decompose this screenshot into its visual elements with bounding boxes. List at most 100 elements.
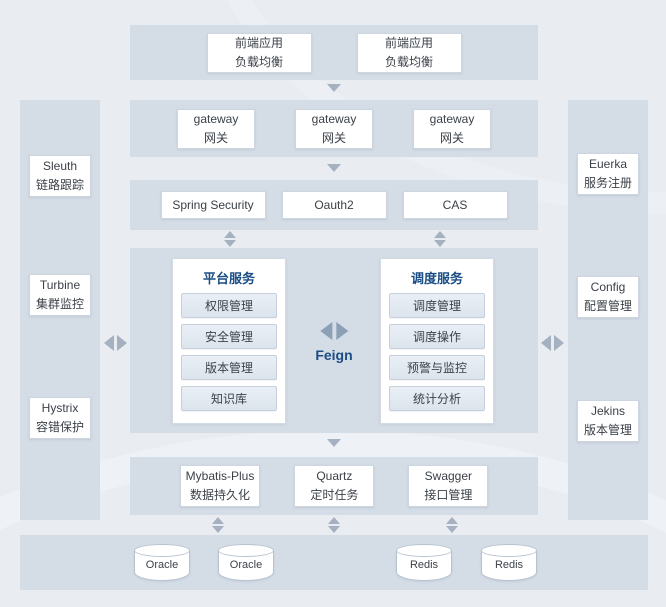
services-band: 平台服务 权限管理 安全管理 版本管理 知识库 调度服务 调度管理 调度操作 预… xyxy=(130,248,538,433)
node-label: Swagger xyxy=(424,469,473,484)
node-label: Spring Security xyxy=(172,197,254,212)
monitoring-sidebar: Sleuth 链路跟踪 Turbine 集群监控 Hystrix 容错保护 xyxy=(20,100,100,520)
panel-item: 调度管理 xyxy=(389,293,485,318)
arrow-down-icon xyxy=(328,526,340,533)
panel-item: 统计分析 xyxy=(389,386,485,411)
arrow-down-icon xyxy=(446,526,458,533)
panel-item: 知识库 xyxy=(181,386,277,411)
arrow-right-icon xyxy=(117,335,127,351)
panel-item: 版本管理 xyxy=(181,355,277,380)
arrow-left-icon xyxy=(320,322,332,340)
auth-node: CAS xyxy=(402,191,508,219)
sidebar-node-jenkins: Jekins 版本管理 xyxy=(577,400,639,442)
node-label: 数据持久化 xyxy=(189,488,250,502)
database-cylinder: Redis xyxy=(396,544,452,581)
middleware-node: Swagger 接口管理 xyxy=(408,465,489,507)
panel-title: 平台服务 xyxy=(202,271,255,286)
arrow-leftright-icon xyxy=(320,322,348,340)
node-label: gateway xyxy=(429,111,475,126)
node-label: Quartz xyxy=(316,469,353,484)
panel-item: 调度操作 xyxy=(389,324,485,349)
arrow-down-icon xyxy=(327,84,341,92)
sidebar-node-eureka: Euerka 服务注册 xyxy=(577,153,639,195)
database-cylinder: Redis xyxy=(481,544,537,581)
frontend-node: 前端应用 负载均衡 xyxy=(206,32,312,73)
arrow-down-icon xyxy=(212,526,224,533)
arrow-up-icon xyxy=(434,231,446,238)
dispatch-services-panel: 调度服务 调度管理 调度操作 预警与监控 统计分析 xyxy=(380,258,494,424)
arrow-updown-icon xyxy=(224,231,236,247)
node-label: 前端应用 xyxy=(234,35,283,50)
database-cylinder: Oracle xyxy=(134,544,190,581)
database-band: Oracle Oracle Redis Redis xyxy=(20,535,648,590)
node-label: 版本管理 xyxy=(583,423,632,437)
gateway-node: gateway 网关 xyxy=(295,108,373,149)
arrow-down-icon xyxy=(224,240,236,247)
arrow-up-icon xyxy=(328,517,340,524)
node-label: Config xyxy=(590,280,626,295)
node-label: 定时任务 xyxy=(310,488,359,502)
middleware-band: Mybatis-Plus 数据持久化 Quartz 定时任务 Swagger 接… xyxy=(130,457,538,515)
panel-item: 预警与监控 xyxy=(389,355,485,380)
arrow-leftright-icon xyxy=(541,335,564,351)
middleware-node: Mybatis-Plus 数据持久化 xyxy=(179,465,261,507)
node-label: 链路跟踪 xyxy=(35,178,84,192)
feign-label: Feign xyxy=(315,347,353,363)
middleware-node: Quartz 定时任务 xyxy=(294,465,375,507)
node-label: 网关 xyxy=(203,130,228,145)
gateway-node: gateway 网关 xyxy=(177,108,255,149)
infrastructure-sidebar: Euerka 服务注册 Config 配置管理 Jekins 版本管理 xyxy=(568,100,648,520)
arrow-right-icon xyxy=(336,322,348,340)
arrow-updown-icon xyxy=(446,517,458,533)
sidebar-node-turbine: Turbine 集群监控 xyxy=(29,274,91,316)
node-label: gateway xyxy=(311,111,357,126)
arrow-left-icon xyxy=(541,335,551,351)
database-label: Redis xyxy=(494,559,524,571)
gateway-node: gateway 网关 xyxy=(413,108,491,149)
arrow-up-icon xyxy=(212,517,224,524)
node-label: 配置管理 xyxy=(583,299,632,313)
node-label: Euerka xyxy=(588,157,628,172)
database-label: Oracle xyxy=(229,559,263,571)
arrow-down-icon xyxy=(434,240,446,247)
database-label: Oracle xyxy=(145,559,179,571)
node-label: 负载均衡 xyxy=(384,54,433,69)
feign-connector: Feign xyxy=(315,322,353,363)
auth-node: Spring Security xyxy=(160,191,266,219)
sidebar-node-sleuth: Sleuth 链路跟踪 xyxy=(29,155,91,197)
auth-node: Oauth2 xyxy=(281,191,387,219)
arrow-leftright-icon xyxy=(104,335,127,351)
node-label: 集群监控 xyxy=(35,297,84,311)
node-label: gateway xyxy=(193,111,239,126)
arrow-down-icon xyxy=(327,164,341,172)
arrow-up-icon xyxy=(446,517,458,524)
node-label: Jekins xyxy=(590,404,625,419)
node-label: 负载均衡 xyxy=(234,54,283,69)
arrow-right-icon xyxy=(554,335,564,351)
node-label: 接口管理 xyxy=(424,488,473,502)
node-label: 容错保护 xyxy=(35,420,84,434)
arrow-updown-icon xyxy=(434,231,446,247)
gateway-band: gateway 网关 gateway 网关 gateway 网关 xyxy=(130,100,538,157)
node-label: 网关 xyxy=(321,130,346,145)
database-cylinder: Oracle xyxy=(218,544,274,581)
auth-band: Spring Security Oauth2 CAS xyxy=(130,180,538,230)
node-label: 网关 xyxy=(439,130,464,145)
node-label: Turbine xyxy=(39,278,81,293)
frontend-band: 前端应用 负载均衡 前端应用 负载均衡 xyxy=(130,25,538,80)
panel-item: 安全管理 xyxy=(181,324,277,349)
node-label: Hystrix xyxy=(41,401,79,416)
panel-item: 权限管理 xyxy=(181,293,277,318)
node-label: 前端应用 xyxy=(384,35,433,50)
arrow-up-icon xyxy=(224,231,236,238)
arrow-updown-icon xyxy=(328,517,340,533)
frontend-node: 前端应用 负载均衡 xyxy=(356,32,462,73)
database-label: Redis xyxy=(409,559,439,571)
node-label: CAS xyxy=(442,197,468,212)
node-label: Mybatis-Plus xyxy=(185,469,255,484)
platform-services-panel: 平台服务 权限管理 安全管理 版本管理 知识库 xyxy=(172,258,286,424)
node-label: Oauth2 xyxy=(314,197,354,212)
node-label: 服务注册 xyxy=(583,176,632,190)
node-label: Sleuth xyxy=(42,159,78,174)
